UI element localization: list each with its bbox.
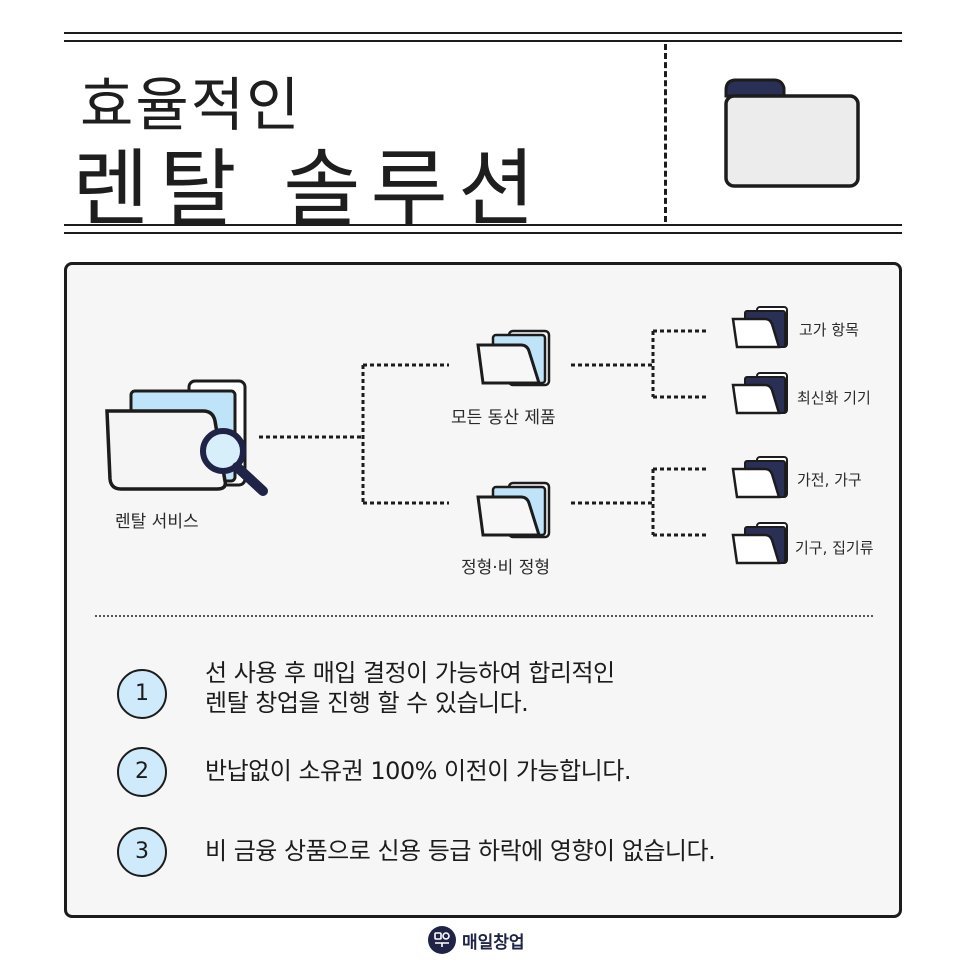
folder-dark-icon (731, 306, 788, 349)
number-badge: 3 (117, 827, 167, 877)
folder-dark-icon (731, 522, 788, 565)
branch-label-1: 모든 동산 제품 (451, 408, 556, 428)
benefit-text-1a: 선 사용 후 매입 결정이 가능하여 합리적인 (205, 659, 615, 687)
folder-icon (724, 78, 860, 188)
footer-brand: 매일창업 (428, 926, 525, 954)
benefit-text-1b: 렌탈 창업을 진행 할 수 있습니다. (205, 689, 529, 717)
section-divider (95, 615, 873, 617)
folder-dark-icon (731, 456, 788, 499)
folder-search-icon (105, 379, 268, 496)
title-line2: 렌탈 솔루션 (72, 140, 546, 238)
folder-dark-icon (731, 372, 788, 415)
folder-open-icon (476, 329, 551, 387)
leaf-label-4: 기구, 집기류 (795, 539, 874, 557)
leaf-label-2: 최신화 기기 (797, 389, 871, 407)
leaf-label-3: 가전, 가구 (797, 471, 862, 489)
tree-connectors (259, 329, 707, 537)
number-badge: 2 (117, 747, 167, 797)
title-line1: 효율적인 (80, 71, 302, 139)
folder-open-icon (476, 481, 551, 539)
benefit-text-2: 반납없이 소유권 100% 이전이 가능합니다. (205, 757, 631, 785)
branch-label-2: 정형·비 정형 (461, 558, 551, 578)
root-label: 렌탈 서비스 (115, 512, 199, 532)
header-rule-bottom-2 (64, 232, 902, 234)
benefit-text-3: 비 금융 상품으로 신용 등급 하락에 영향이 없습니다. (205, 837, 716, 865)
header-rule-top-2 (64, 40, 902, 42)
brand-logo-icon (428, 926, 456, 954)
number-badge: 1 (117, 669, 167, 719)
content-panel: 렌탈 서비스 모든 동산 제품 정형·비 정형 고가 항목 최신화 기기 가전,… (64, 262, 902, 918)
brand-name: 매일창업 (462, 932, 525, 953)
header-rule-bottom-1 (64, 224, 902, 226)
header-rule-top-1 (64, 32, 902, 34)
header-divider (664, 44, 667, 222)
leaf-label-1: 고가 항목 (799, 321, 859, 339)
